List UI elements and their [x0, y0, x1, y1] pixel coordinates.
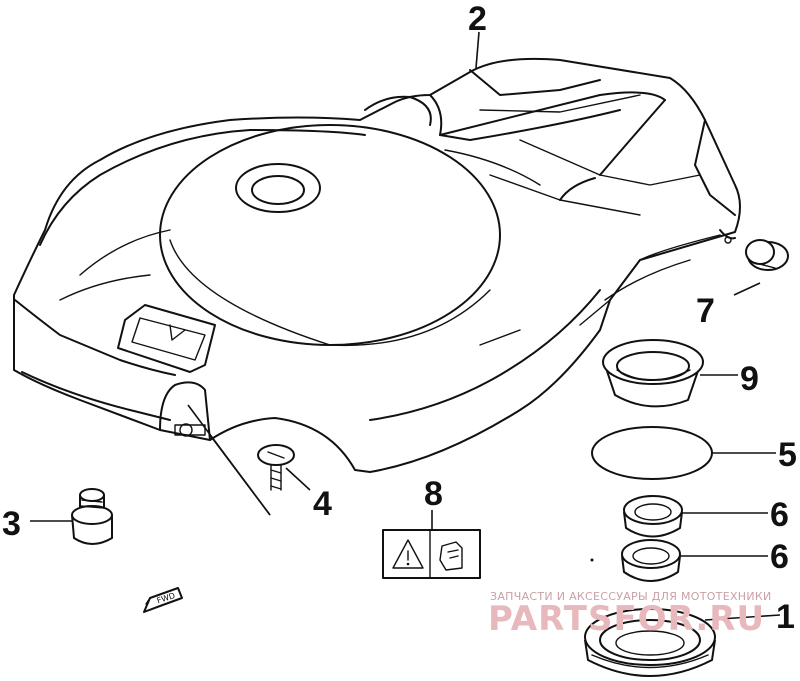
callout-2: 2	[468, 0, 487, 38]
large-seal-part	[584, 608, 716, 677]
callout-3: 3	[2, 505, 21, 543]
boot-cap-part	[602, 339, 704, 408]
callout-8: 8	[424, 475, 443, 513]
watermark-subtitle: ЗАПЧАСТИ И АКСЕССУАРЫ ДЛЯ МОТОТЕХНИКИ	[490, 590, 772, 603]
forward-direction-arrow-icon: FWD	[143, 587, 183, 613]
hand-manual-icon	[439, 541, 463, 571]
callout-6-upper: 6	[770, 496, 789, 534]
plug-part	[745, 239, 789, 271]
callout-7: 7	[696, 292, 715, 330]
callout-1: 1	[776, 598, 795, 636]
bolt-part	[71, 488, 113, 545]
small-dot	[590, 558, 594, 562]
screw-part	[257, 444, 295, 491]
warning-triangle-icon	[392, 539, 424, 569]
bearing-part-upper	[623, 495, 683, 538]
bearing-part-lower	[621, 539, 681, 582]
watermark-brand: PARTSFOR.RU	[488, 599, 765, 639]
o-ring-part	[591, 426, 713, 480]
leader-lines	[30, 31, 781, 621]
warning-label-part	[382, 529, 481, 579]
callout-5: 5	[778, 436, 797, 474]
callout-9: 9	[740, 360, 759, 398]
main-cover-part	[13, 57, 741, 473]
callout-6-lower: 6	[770, 538, 789, 576]
callout-4: 4	[313, 485, 332, 523]
